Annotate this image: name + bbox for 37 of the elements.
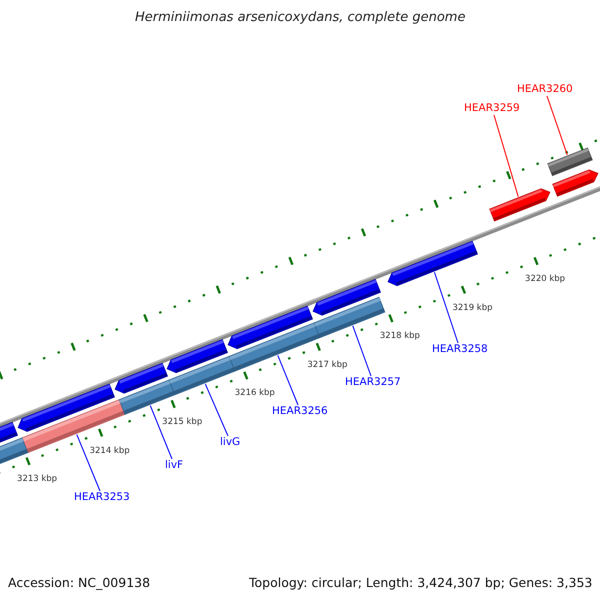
leader-line	[434, 272, 458, 344]
genome-summary-text: Topology: circular; Length: 3,424,307 bp; Genes: 3,353	[249, 574, 592, 590]
gene-segment	[0, 437, 28, 467]
gene-label: HEAR3253	[74, 491, 130, 504]
gene-segment	[0, 422, 18, 443]
leader-line	[494, 114, 519, 198]
leader-line	[204, 383, 228, 436]
leader-line	[546, 96, 568, 156]
position-label: 3215 kbp	[162, 417, 202, 428]
diagram-title: Herminiimonas arsenicoxydans, complete genome	[135, 10, 466, 26]
gene-segment	[18, 384, 115, 432]
gene-segment	[312, 278, 381, 316]
leader-line	[76, 434, 100, 492]
gene-label: livF	[165, 459, 184, 472]
gene-label: HEAR3258	[432, 343, 488, 356]
gene-segment	[228, 306, 313, 350]
leader-line	[150, 405, 172, 460]
position-label: 3213 kbp	[17, 474, 58, 484]
gene-segment	[114, 362, 168, 394]
gene-label: HEAR3260	[517, 83, 573, 96]
leader-line	[352, 325, 372, 376]
position-label: 3219 kbp	[452, 302, 493, 313]
leader-line	[277, 354, 298, 406]
position-label: 3214 kbp	[90, 446, 130, 456]
gene-segment	[388, 240, 478, 286]
gene-segment	[489, 188, 550, 222]
position-label: 3220 kbp	[525, 274, 566, 284]
position-label: 3216 kbp	[234, 388, 275, 399]
gene-segment	[552, 169, 598, 197]
position-label: 3218 kbp	[380, 331, 420, 342]
gene-segment	[166, 339, 228, 374]
gene-label: HEAR3256	[272, 405, 328, 418]
gene-label: HEAR3259	[464, 102, 520, 115]
position-label: 3217 kbp	[307, 360, 348, 370]
gene-label: HEAR3257	[345, 376, 401, 389]
gene-label: livG	[220, 436, 240, 449]
accession-text: Accession: NC_009138	[8, 574, 150, 590]
